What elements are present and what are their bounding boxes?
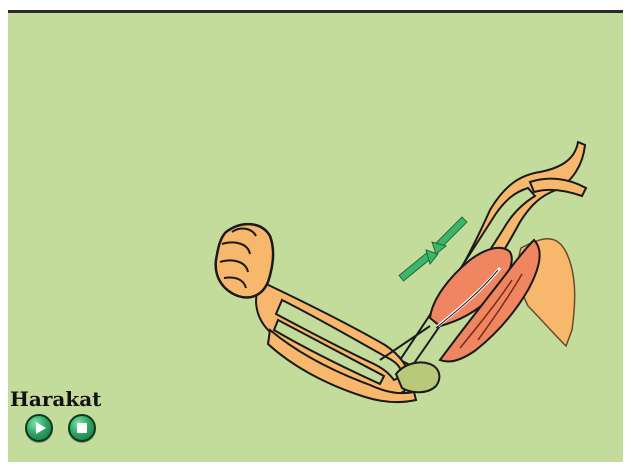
play-button[interactable] [25, 414, 53, 442]
play-icon [36, 422, 46, 434]
contraction-arrows-icon [404, 222, 462, 276]
stop-button[interactable] [68, 414, 96, 442]
animation-controls-label: Harakat [10, 388, 101, 410]
elbow-joint [396, 362, 439, 392]
stop-icon [77, 423, 87, 433]
